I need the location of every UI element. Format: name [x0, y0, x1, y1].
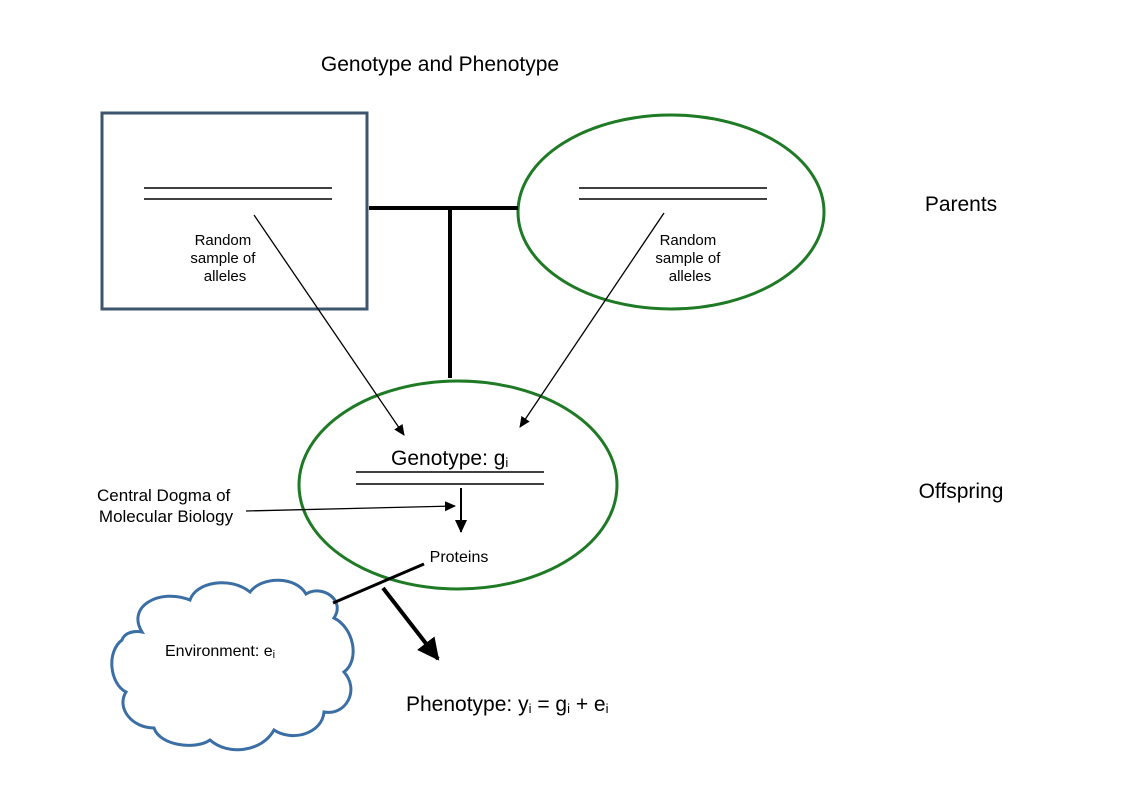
- central-dogma-label: Central Dogma of Molecular Biology: [97, 486, 235, 526]
- environment-link: [332, 562, 425, 605]
- genotype-label: Genotype: gi: [391, 447, 508, 470]
- phenotype-equation: Phenotype: yi = gi + ei: [406, 693, 609, 716]
- svg-text:Random sample of a: Random sample of alleles: [655, 232, 724, 285]
- offspring-circle: Genotype: gi Proteins: [297, 379, 619, 591]
- left-caption-line-2: sample of: [190, 250, 256, 267]
- right-caption-line-2: sample of: [655, 250, 721, 267]
- right-caption-line-3: alleles: [669, 268, 712, 285]
- central-dogma-pointer: [245, 501, 456, 512]
- environment-label: Environment: ei: [165, 643, 275, 661]
- left-caption-line-1: Random: [195, 232, 252, 249]
- left-allele-arrow: [253, 214, 405, 436]
- mating-connector: [369, 206, 518, 378]
- central-dogma-line-1: Central Dogma of: [97, 486, 231, 505]
- parents-label: Parents: [925, 193, 997, 216]
- svg-text:Random sample of a: Random sample of alleles: [190, 232, 259, 285]
- diagram-title: Genotype and Phenotype: [321, 53, 559, 76]
- right-allele-arrow: [519, 212, 665, 428]
- parent-square: Random sample of alleles: [100, 111, 369, 311]
- phenotype-arrow: [381, 586, 440, 661]
- offspring-label: Offspring: [919, 480, 1004, 503]
- environment-cloud: Environment: ei: [110, 578, 355, 752]
- parent-circle: Random sample of alleles: [516, 113, 826, 311]
- central-dogma-line-2: Molecular Biology: [99, 507, 234, 526]
- proteins-label: Proteins: [430, 549, 489, 566]
- right-caption-line-1: Random: [660, 232, 717, 249]
- left-caption-line-3: alleles: [204, 268, 247, 285]
